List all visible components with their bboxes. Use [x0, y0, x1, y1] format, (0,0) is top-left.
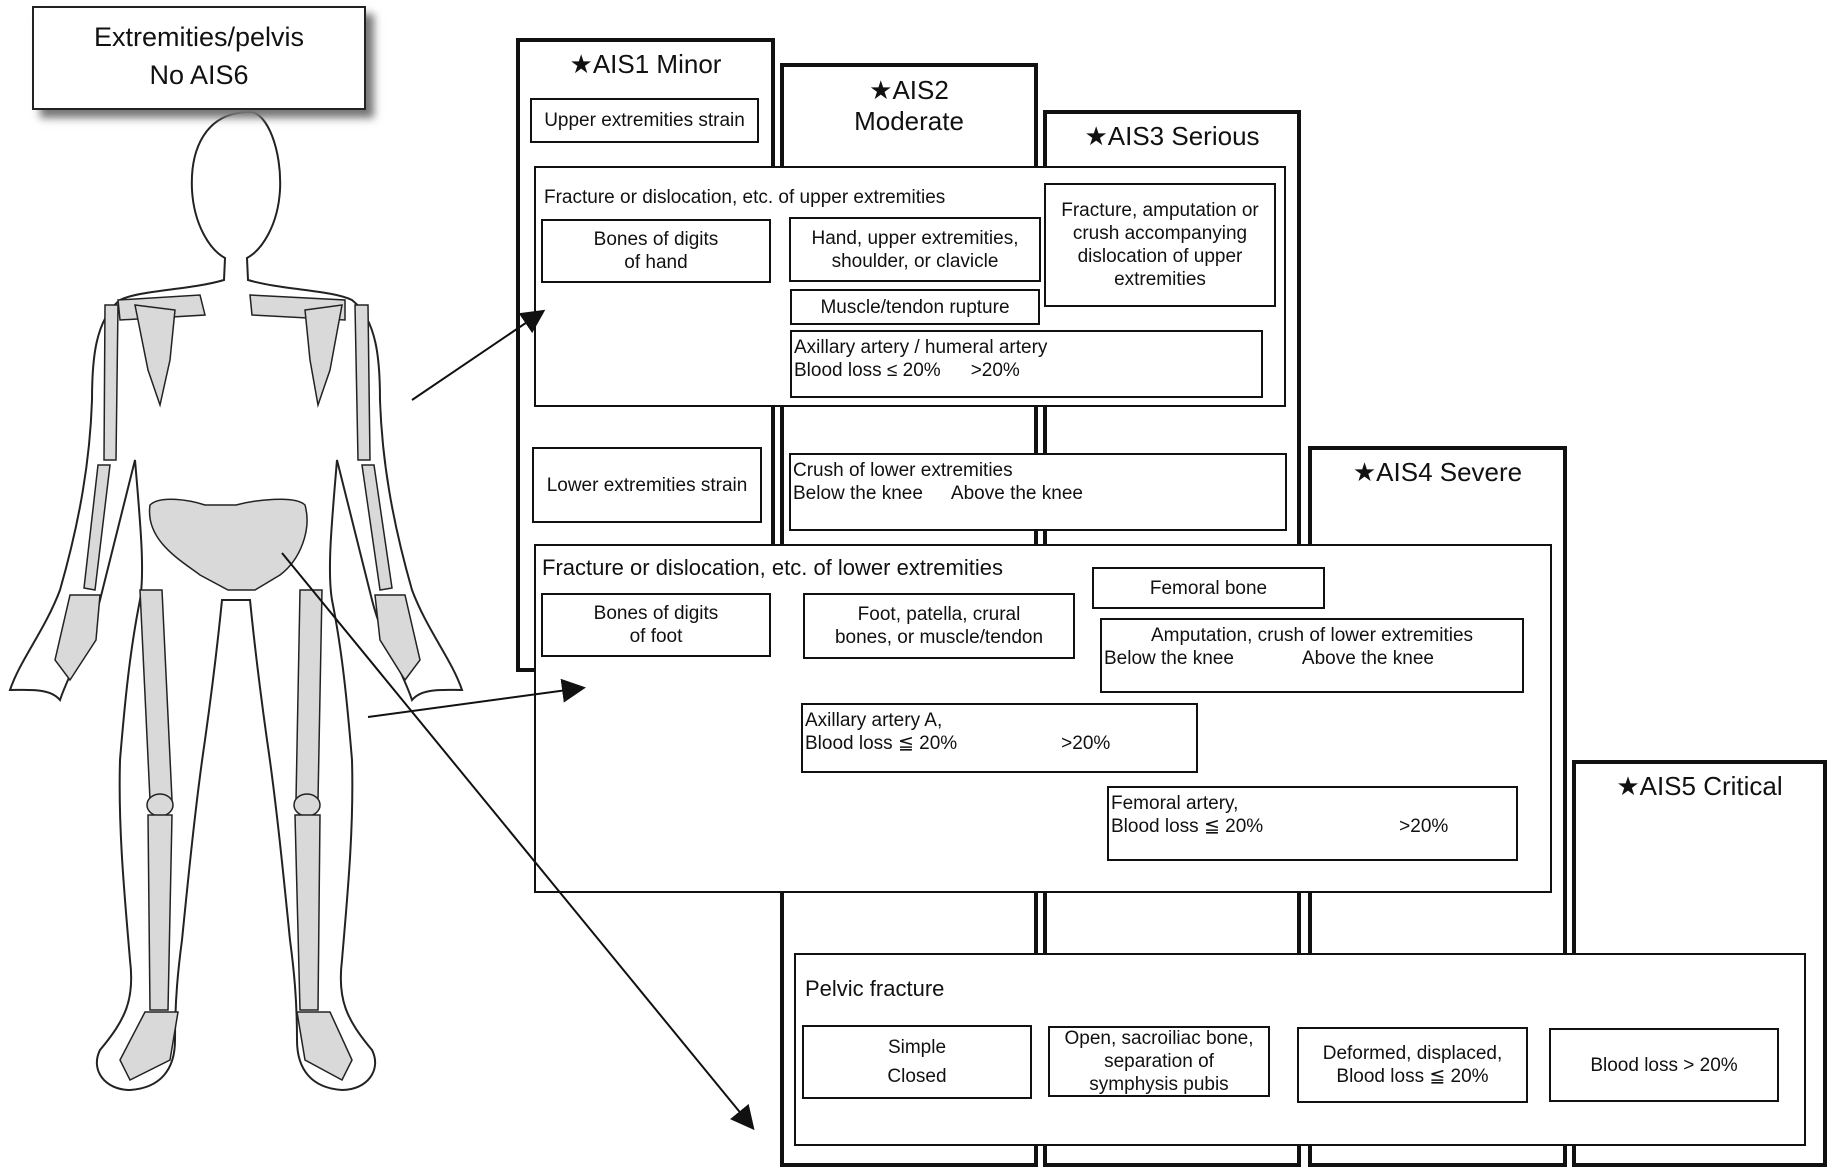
column-ais3-title: ★AIS3 Serious	[1084, 121, 1260, 151]
pelvic-open-line2: separation of	[1104, 1051, 1214, 1072]
column-ais5-title: ★AIS5 Critical	[1616, 771, 1783, 801]
lower-extremities-strain: Lower extremities strain	[532, 447, 762, 523]
region-title-box: Extremities/pelvis No AIS6	[32, 6, 366, 110]
pelvic-deformed-line1: Deformed, displaced,	[1322, 1043, 1503, 1064]
upper-artery-line1: Axillary artery / humeral artery	[794, 337, 1048, 358]
upper-artery-box: Axillary artery / humeral artery Blood l…	[790, 330, 1263, 398]
region-title: Extremities/pelvis	[93, 22, 305, 52]
upper-fracture-box: Fracture, amputation or crush accompanyi…	[1044, 183, 1276, 307]
column-ais2-title: ★AIS2 Moderate	[784, 75, 1034, 137]
femoral-artery-line1: Femoral artery,	[1111, 793, 1239, 814]
pelvic-section-label: Pelvic fracture	[805, 976, 945, 1001]
upper-fracture-line4: extremities	[1114, 269, 1206, 290]
femoral-artery-blood: Blood loss ≦ 20%	[1111, 816, 1264, 837]
lower-section-label: Fracture or dislocation, etc. of lower e…	[542, 555, 1003, 580]
column-ais2-title-line2: Moderate	[854, 106, 964, 136]
upper-extremities-strain: Upper extremities strain	[530, 98, 759, 143]
lower-amputation-below: Below the knee	[1104, 648, 1234, 669]
lower-foot-line1: Foot, patella, crural	[857, 604, 1021, 625]
upper-hand-box: Hand, upper extremities, shoulder, or cl…	[789, 217, 1041, 282]
pelvic-blood-label: Blood loss > 20%	[1590, 1054, 1738, 1076]
region-subtitle: No AIS6	[149, 60, 249, 90]
column-ais2-title-line1: ★AIS2	[869, 75, 949, 105]
pelvic-simple-line2: Closed	[887, 1066, 947, 1087]
upper-digits-line1: Bones of digits	[593, 229, 719, 250]
lower-digits-line1: Bones of digits	[593, 603, 719, 624]
upper-digits-box: Bones of digits of hand	[541, 219, 771, 283]
lower-axillary-blood: Blood loss ≦ 20%	[805, 733, 958, 754]
pelvic-open-line3: symphysis pubis	[1089, 1074, 1229, 1095]
upper-muscle-box: Muscle/tendon rupture	[790, 289, 1040, 325]
lower-crush-above: Above the knee	[950, 483, 1083, 504]
upper-hand-line2: shoulder, or clavicle	[831, 250, 999, 272]
lower-crush-below: Below the knee	[793, 483, 923, 504]
upper-hand-line1: Hand, upper extremities,	[811, 227, 1019, 249]
upper-artery-more: >20%	[970, 360, 1020, 381]
lower-digits-box: Bones of digits of foot	[541, 593, 771, 657]
column-ais4-title: ★AIS4 Severe	[1352, 457, 1523, 487]
pelvic-open-box: Open, sacroiliac bone, separation of sym…	[1048, 1026, 1270, 1097]
femoral-bone-box: Femoral bone	[1092, 567, 1325, 609]
upper-section-label: Fracture or dislocation, etc. of upper e…	[544, 187, 946, 208]
pelvic-deformed-box: Deformed, displaced, Blood loss ≦ 20%	[1297, 1027, 1528, 1103]
upper-artery-blood: Blood loss ≤ 20%	[794, 360, 941, 381]
lower-crush-line1: Crush of lower extremities	[793, 460, 1013, 481]
lower-crush-box: Crush of lower extremities Below the kne…	[789, 453, 1287, 531]
pelvic-deformed-line2: Blood loss ≦ 20%	[1336, 1066, 1489, 1087]
lower-extremities-strain-label: Lower extremities strain	[546, 474, 748, 496]
upper-fracture-line1: Fracture, amputation or	[1061, 200, 1259, 221]
upper-fracture-line3: dislocation of upper	[1077, 246, 1243, 267]
lower-amputation-line1: Amputation, crush of lower extremities	[1150, 625, 1474, 646]
body-skeleton-figure	[8, 110, 464, 1092]
upper-extremities-strain-label: Upper extremities strain	[544, 110, 745, 131]
lower-amputation-above: Above the knee	[1301, 648, 1434, 669]
pelvic-blood-box: Blood loss > 20%	[1549, 1028, 1779, 1102]
lower-digits-line2: of foot	[629, 626, 683, 647]
lower-axillary-line1: Axillary artery A,	[805, 710, 943, 731]
lower-amputation-box: Amputation, crush of lower extremities B…	[1100, 618, 1524, 693]
upper-muscle-label: Muscle/tendon rupture	[820, 296, 1010, 318]
lower-axillary-box: Axillary artery A, Blood loss ≦ 20% >20%	[801, 703, 1198, 773]
upper-digits-line2: of hand	[624, 252, 688, 273]
lower-foot-line2: bones, or muscle/tendon	[834, 627, 1044, 648]
femoral-artery-more: >20%	[1399, 816, 1449, 837]
femoral-bone-label: Femoral bone	[1149, 577, 1268, 599]
column-ais1-title: ★AIS1 Minor	[569, 49, 722, 79]
lower-axillary-more: >20%	[1061, 733, 1111, 754]
lower-foot-box: Foot, patella, crural bones, or muscle/t…	[803, 593, 1075, 659]
pelvic-open-line1: Open, sacroiliac bone,	[1064, 1028, 1254, 1049]
upper-fracture-line2: crush accompanying	[1072, 223, 1248, 244]
pelvic-simple-box: Simple Closed	[802, 1025, 1032, 1099]
pelvic-simple-line1: Simple	[887, 1037, 947, 1058]
femoral-artery-box: Femoral artery, Blood loss ≦ 20% >20%	[1107, 786, 1518, 861]
